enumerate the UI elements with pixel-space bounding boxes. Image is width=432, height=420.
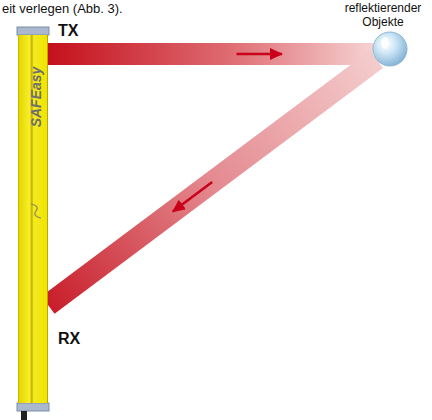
beam-band [48, 59, 376, 305]
beam-arrow [237, 53, 283, 56]
end-cap [17, 403, 49, 411]
port-label: RX [58, 330, 80, 348]
logo-stroke [31, 204, 41, 218]
brand-name: SAFEasy [28, 67, 44, 128]
sensor-bar: SAFEasy [18, 35, 48, 403]
reflecting-object: reflektierender Objekte [338, 0, 428, 69]
sphere [373, 32, 407, 66]
object-label: reflektierender Objekte [338, 0, 428, 29]
beam-arrow [173, 182, 212, 211]
beam-band [48, 43, 373, 65]
cable [21, 411, 27, 420]
sphere-shape [371, 30, 409, 68]
end-cap [17, 27, 49, 35]
port-label: TX [58, 22, 78, 40]
logo-mark [28, 200, 44, 222]
light-beam [48, 59, 376, 305]
highlight [381, 37, 389, 49]
caption-fragment: eit verlegen (Abb. 3). [2, 1, 123, 16]
light-beam [48, 54, 373, 55]
